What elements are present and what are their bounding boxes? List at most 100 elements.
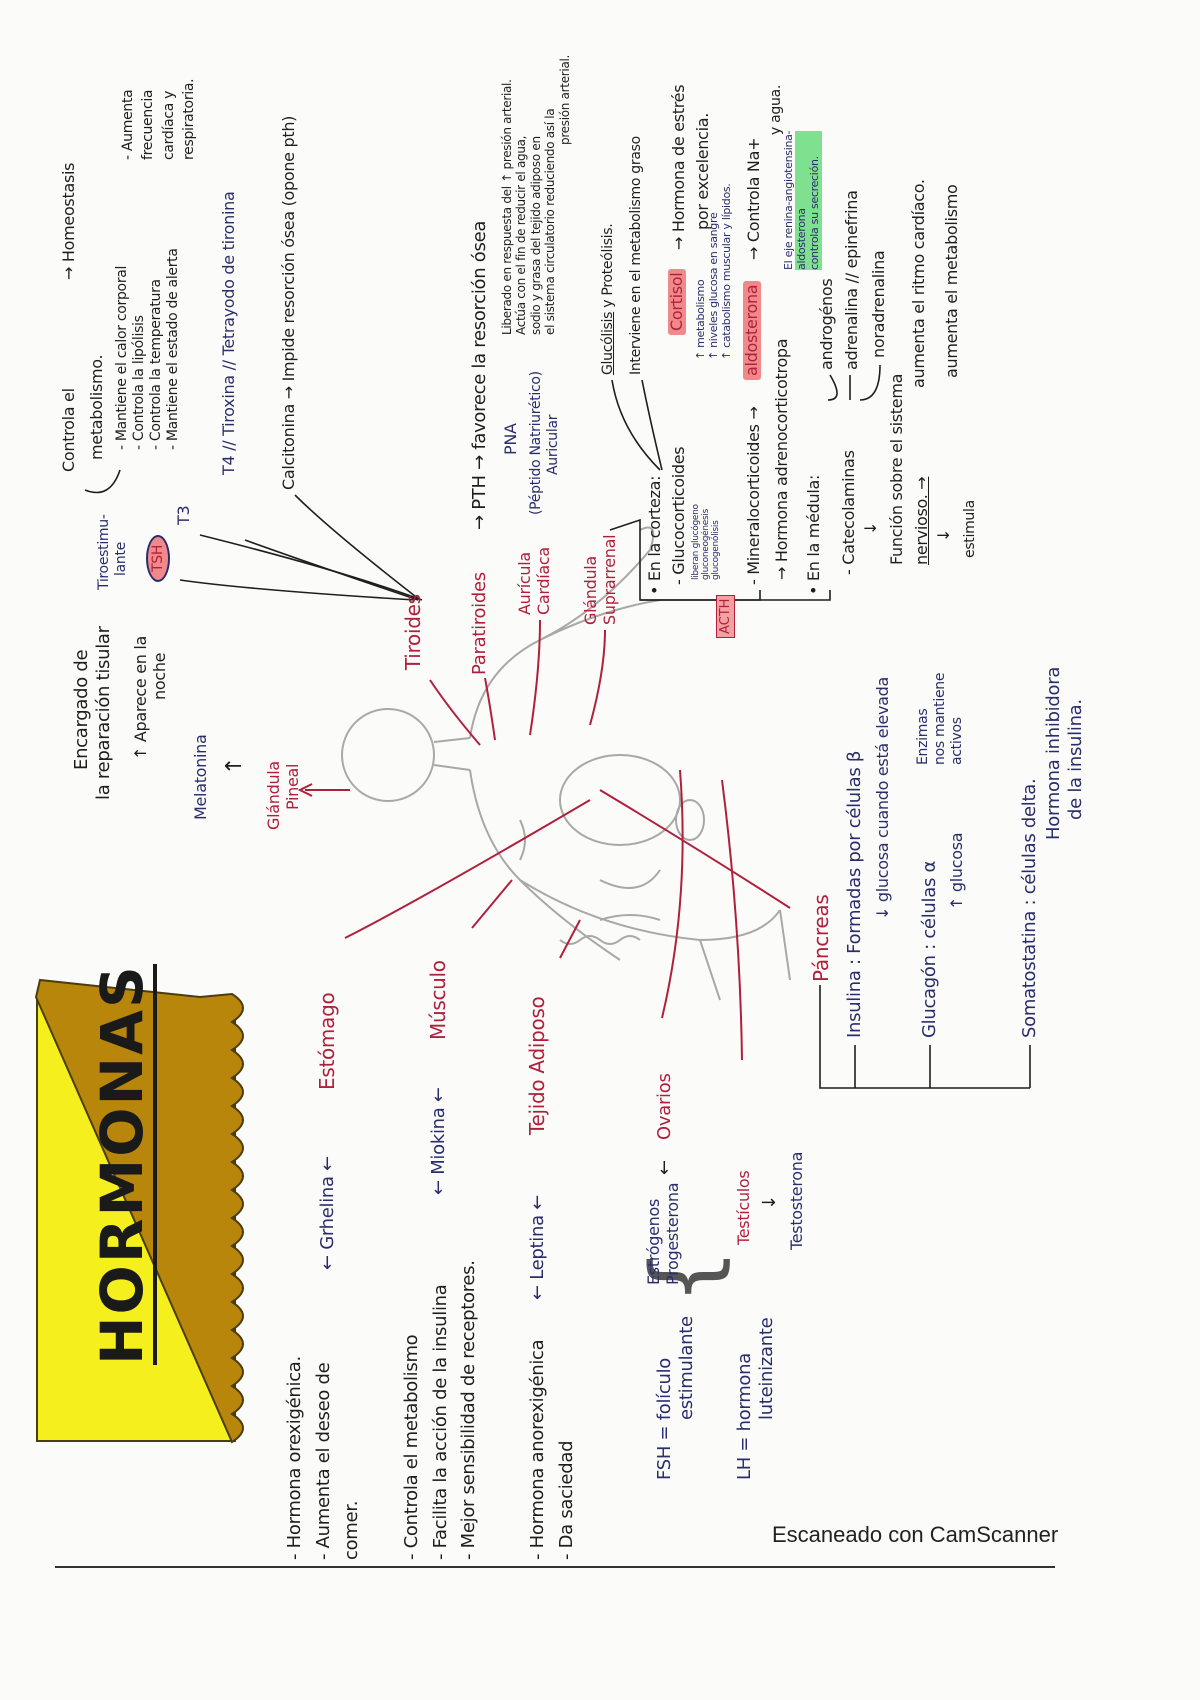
lh-line: LH = hormona: [734, 1353, 755, 1480]
down-arrow-2: ↓: [934, 528, 953, 542]
organ-adrenal-gland: Glándula Suprarrenal: [581, 534, 621, 625]
melatonin-arrow: ↑: [222, 756, 247, 775]
myokine-description: - Controla el metabolismo - Facilita la …: [401, 1260, 488, 1561]
organ-line: Suprarrenal: [600, 534, 620, 625]
function-item: - Mantiene el calor corporal: [114, 265, 130, 450]
ghrelin-description: - Hormona orexigénica. - Aumenta el dese…: [284, 1356, 371, 1560]
glucagon-label: Glucagón : células α: [919, 860, 940, 1038]
effect-line: frecuencia: [140, 89, 157, 160]
somatostatin-label: Somatostatina : células delta.: [1019, 778, 1040, 1038]
catecholamines: - Catecolaminas: [839, 450, 858, 575]
desc-line: presión arterial.: [557, 54, 572, 145]
somatostatin-effect: Hormona inhibidora de la insulina.: [1043, 666, 1087, 840]
note-line: de la insulina.: [1064, 699, 1086, 820]
ovary-hormones: Estrógenos Progesterona: [644, 1182, 684, 1285]
effect-line: ↑ niveles glucosa en sangre: [707, 212, 721, 360]
effect-line: cardíaca y: [160, 90, 177, 160]
note-line: activos: [949, 717, 966, 765]
proteolysis-word: y Proteólisis.: [600, 223, 616, 308]
page-title: HORMONAS: [88, 964, 157, 1365]
lh-definition: LH = hormona luteinizante: [734, 1317, 778, 1480]
glycolysis: Glucólisis y Proteólisis.: [600, 224, 616, 375]
glucocorticoid-notes: liberan glucógeno gluconeogénesis glucog…: [691, 504, 722, 580]
sticky-wavy-edge: [34, 978, 244, 1444]
hormone-progesterone: Progesterona: [663, 1182, 683, 1285]
noradrenaline: noradrenalina: [869, 250, 888, 358]
label-line: lante: [113, 542, 130, 576]
ovary-arrow: ←: [654, 1160, 675, 1175]
cortex-heading: • En la corteza:: [645, 475, 664, 595]
effect-line: ↑ metabolismo: [694, 279, 707, 360]
sodium-control: → Controla Na+: [744, 137, 763, 260]
melatonin-note: Encargado de la reparación tisular: [71, 626, 115, 800]
organ-arrows: [297, 619, 791, 1061]
note-line: noche: [150, 652, 170, 700]
effect-line: - Aumenta: [120, 89, 136, 160]
desc-line: - Facilita la acción de la insulina: [429, 1284, 451, 1561]
connector-lines: [84, 364, 1031, 1089]
lh-line: luteinizante: [755, 1317, 777, 1420]
organ-line: Aurícula: [515, 552, 534, 615]
note-line: la reparación tisular: [92, 626, 114, 800]
insulin-effect: ↓ glucosa cuando está elevada: [873, 677, 892, 920]
organ-muscle: Músculo: [426, 960, 450, 1040]
tsh-badge: TSH: [146, 534, 171, 582]
fsh-line: FSH = folículo: [654, 1358, 675, 1480]
fat-metabolism: Interviene en el metabolismo graso: [628, 136, 644, 375]
acth-badge: ACTH: [716, 594, 735, 638]
organ-pancreas: Páncreas: [809, 894, 833, 982]
desc-line: Actúa con el fin de reducir el agua,: [514, 135, 529, 335]
mineralocorticoids: - Mineralocorticoides →: [744, 406, 763, 585]
label-line: Tiroestimu-: [96, 514, 112, 590]
desc-line: - Aumenta el deseo de: [312, 1362, 334, 1560]
glucocorticoids: - Glucocorticoides: [669, 446, 688, 585]
cortisol-effects: ↑ metabolismo ↑ niveles glucosa en sangr…: [694, 183, 734, 360]
desc-line: - Da saciedad: [555, 1440, 577, 1560]
desc-line: - Hormona anorexigénica: [527, 1339, 548, 1560]
pna-full-name: (Péptido Natriurético) Auricular: [528, 371, 562, 515]
note-line: controla su secreción.: [808, 130, 822, 270]
insulin-label: Insulina : Formadas por células β: [844, 750, 865, 1038]
pna-description: Liberado en respuesta del ↑ presión arte…: [500, 55, 572, 335]
organ-line: Cardíaca: [534, 547, 554, 615]
note-line: Enzimas: [915, 708, 931, 765]
stimulates: estimula: [962, 500, 978, 558]
cardiac-effect: - Aumenta frecuencia cardíaca y respirat…: [118, 79, 199, 160]
note-line: Hormona inhibidora: [1043, 666, 1064, 840]
stress-hormone: → Hormona de estrés: [669, 84, 688, 250]
function-item: - Controla la temperatura: [148, 279, 165, 450]
androgens: androgénos: [817, 278, 836, 370]
hormone-testosterone: Testosterona: [787, 1151, 806, 1250]
note-line: aldosterona: [795, 130, 809, 270]
water-control: y agua.: [768, 84, 784, 135]
pth-description: → PTH → favorece la resorción ósea: [469, 220, 490, 530]
name-line: (Péptido Natriurético): [528, 371, 544, 515]
homeostasis: → Homeostasis: [59, 162, 78, 280]
scan-divider: [55, 1566, 1055, 1568]
organ-testes: Testículos: [734, 1170, 753, 1245]
nervous-system-function-2: nervioso. →: [912, 476, 931, 565]
enzymes-note: Enzimas nos mantiene activos: [915, 673, 966, 765]
function-item: - Mantiene el estado de alerta: [165, 248, 182, 450]
function-item: - Controla la lipólisis: [131, 315, 148, 450]
nervous-system-function: Función sobre el sistema: [887, 373, 906, 565]
organ-pineal-gland: Glándula Pineal: [264, 761, 304, 830]
scanner-watermark: Escaneado con CamScanner: [772, 1522, 1059, 1547]
organ-parathyroid: Paratiroides: [469, 572, 490, 675]
note-line: ↑ Aparece en la: [131, 635, 150, 760]
organ-cardiac-atrium: Aurícula Cardíaca: [515, 547, 555, 615]
name-line: Auricular: [545, 414, 562, 475]
organ-line: Glándula: [264, 761, 283, 830]
testes-arrow: ↓: [759, 1195, 780, 1210]
desc-line: - Controla el metabolismo: [401, 1334, 422, 1560]
desc-line: sodio y grasa del tejido adiposo en: [528, 136, 543, 335]
fsh-definition: FSH = folículo estimulante: [654, 1316, 698, 1480]
desc-line: el sistema circulatorio reduciendo así l…: [543, 108, 558, 335]
organ-adipose-tissue: Tejido Adiposo: [525, 996, 549, 1136]
desc-line: - Mejor sensibilidad de receptores.: [458, 1260, 480, 1560]
adrenocorticotropic-hormone: → Hormona adrenocorticotropa: [772, 338, 791, 580]
note-line: Encargado de: [71, 649, 92, 770]
hormone-aldosterone: aldosterona: [742, 280, 762, 380]
